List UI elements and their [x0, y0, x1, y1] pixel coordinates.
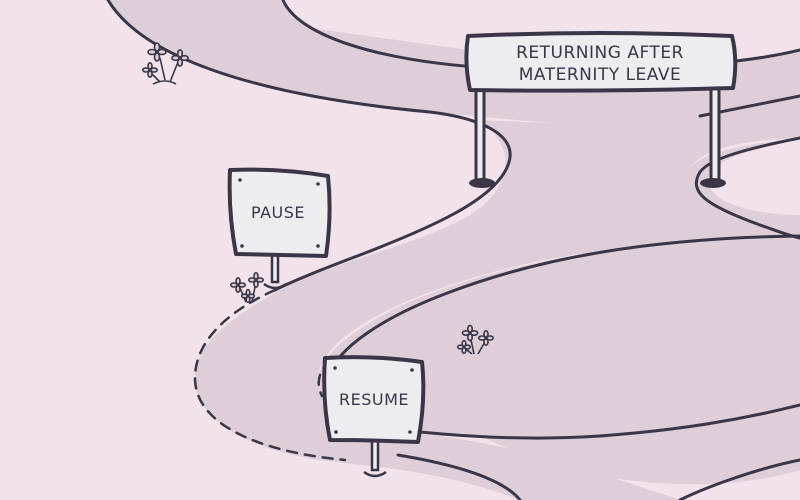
resume-label: RESUME: [339, 390, 409, 409]
resume-sign: RESUME: [322, 355, 426, 478]
resume-sign-post: [370, 438, 380, 472]
resume-sign-base: [363, 470, 387, 478]
flower-cluster-middle: [456, 324, 495, 355]
banner-sign: RETURNING AFTER MATERNITY LEAVE: [464, 31, 738, 188]
banner-line-1: RETURNING AFTER: [516, 43, 684, 63]
flower-cluster-pause: [230, 272, 265, 304]
banner-board: [464, 31, 738, 93]
pause-sign: PAUSE: [227, 167, 332, 290]
resume-sign-board: [322, 355, 426, 444]
banner-post-right: [709, 83, 721, 182]
pause-sign-board: [227, 167, 332, 258]
flower-cluster-top-left: [142, 42, 189, 85]
banner-post-base-right: [700, 178, 726, 188]
banner-post-left: [474, 83, 486, 182]
banner-line-2: MATERNITY LEAVE: [519, 65, 681, 85]
pause-sign-base: [263, 282, 287, 290]
banner-post-base-left: [469, 178, 495, 188]
pause-label: PAUSE: [251, 203, 305, 222]
